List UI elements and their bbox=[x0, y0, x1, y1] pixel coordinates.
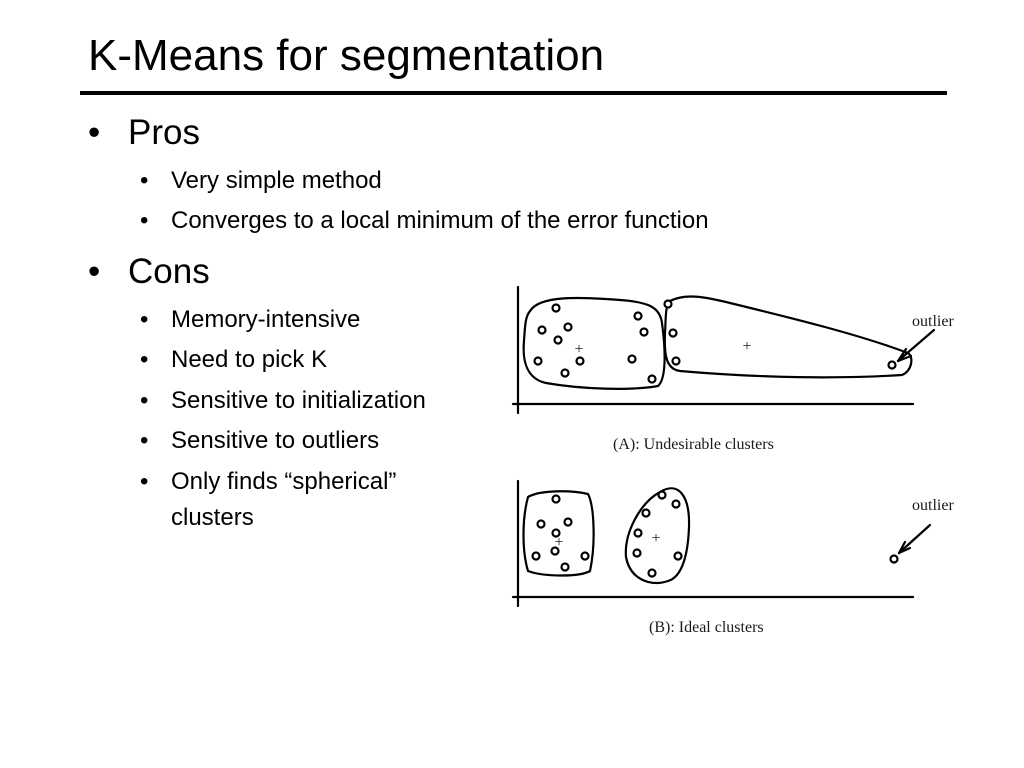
bullet-dot: • bbox=[88, 252, 101, 291]
data-point bbox=[575, 356, 585, 366]
panel-b-axes bbox=[511, 479, 915, 608]
data-point bbox=[536, 519, 546, 529]
data-point bbox=[537, 325, 547, 335]
bullet-dot: • bbox=[140, 306, 149, 333]
bullet-dot: • bbox=[140, 207, 149, 234]
data-point bbox=[551, 528, 561, 538]
data-point bbox=[889, 554, 899, 564]
data-point bbox=[887, 360, 897, 370]
panel-b-centroid-middle: + bbox=[651, 530, 660, 547]
list-item-text: Sensitive to initialization bbox=[171, 387, 426, 414]
list-item: • Sensitive to initialization bbox=[140, 383, 426, 419]
data-point bbox=[533, 356, 543, 366]
data-point bbox=[553, 335, 563, 345]
list-item-text: Very simple method bbox=[171, 167, 382, 194]
panel-a-caption: (A): Undesirable clusters bbox=[613, 436, 774, 453]
list-item: • Very simple method bbox=[140, 163, 382, 199]
panel-b-caption: (B): Ideal clusters bbox=[649, 619, 764, 636]
data-point bbox=[647, 568, 657, 578]
list-item-text: Sensitive to outliers bbox=[171, 427, 380, 454]
data-point bbox=[663, 299, 673, 309]
data-point bbox=[639, 327, 649, 337]
data-point bbox=[560, 368, 570, 378]
list-item-text: Memory-intensive bbox=[171, 306, 361, 333]
data-point bbox=[641, 508, 651, 518]
data-point bbox=[632, 548, 642, 558]
bullet-dot: • bbox=[140, 346, 149, 373]
data-point bbox=[633, 311, 643, 321]
panel-a-centroid-right: + bbox=[742, 338, 751, 355]
data-point bbox=[671, 499, 681, 509]
list-item: • Converges to a local minimum of the err… bbox=[140, 203, 709, 239]
panel-b-outlier-arrow bbox=[897, 523, 932, 555]
list-item-text-continued: clusters bbox=[171, 504, 254, 531]
bullet-dot: • bbox=[88, 113, 101, 152]
list-item-text: Only finds “spherical” bbox=[171, 468, 397, 495]
data-point bbox=[560, 562, 570, 572]
panel-a-cluster-right-boundary bbox=[663, 295, 913, 379]
bullet-dot: • bbox=[140, 427, 149, 454]
list-item: • Need to pick K bbox=[140, 342, 327, 378]
pros-heading: • Pros bbox=[88, 113, 200, 153]
cons-heading: • Cons bbox=[88, 252, 210, 292]
data-point bbox=[627, 354, 637, 364]
list-item-text: Converges to a local minimum of the erro… bbox=[171, 207, 709, 234]
data-point bbox=[551, 494, 561, 504]
list-item: • Sensitive to outliers bbox=[140, 423, 379, 459]
data-point bbox=[551, 303, 561, 313]
data-point bbox=[657, 490, 667, 500]
bullet-dot: • bbox=[140, 167, 149, 194]
data-point bbox=[550, 546, 560, 556]
title-divider bbox=[80, 91, 947, 95]
data-point bbox=[580, 551, 590, 561]
clustering-figure: + + + + outlier outlier (A): Undesirable… bbox=[510, 283, 975, 638]
pros-heading-label: Pros bbox=[128, 113, 200, 152]
data-point bbox=[668, 328, 678, 338]
panel-b-cluster-middle-boundary bbox=[624, 487, 691, 584]
bullet-dot: • bbox=[140, 468, 149, 495]
data-point bbox=[671, 356, 681, 366]
panel-b-outlier-label: outlier bbox=[912, 497, 954, 514]
data-point bbox=[673, 551, 683, 561]
cons-heading-label: Cons bbox=[128, 252, 210, 291]
panel-a-outlier-arrow bbox=[896, 328, 936, 363]
data-point bbox=[563, 517, 573, 527]
panel-a-centroid-left: + bbox=[574, 341, 583, 358]
data-point bbox=[563, 322, 573, 332]
panel-a-cluster-left-boundary bbox=[522, 296, 666, 390]
bullet-dot: • bbox=[140, 387, 149, 414]
list-item: • Memory-intensive bbox=[140, 302, 360, 338]
panel-a-outlier-label: outlier bbox=[912, 313, 954, 330]
list-item: • Only finds “spherical” clusters bbox=[140, 464, 396, 536]
list-item-text: Need to pick K bbox=[171, 346, 328, 373]
panel-b-cluster-left-boundary bbox=[522, 490, 595, 577]
data-point bbox=[633, 528, 643, 538]
panel-a-axes bbox=[511, 285, 915, 415]
panel-b-centroid-left: + bbox=[554, 534, 563, 551]
data-point bbox=[647, 374, 657, 384]
data-point bbox=[531, 551, 541, 561]
slide-title: K-Means for segmentation bbox=[88, 31, 605, 80]
